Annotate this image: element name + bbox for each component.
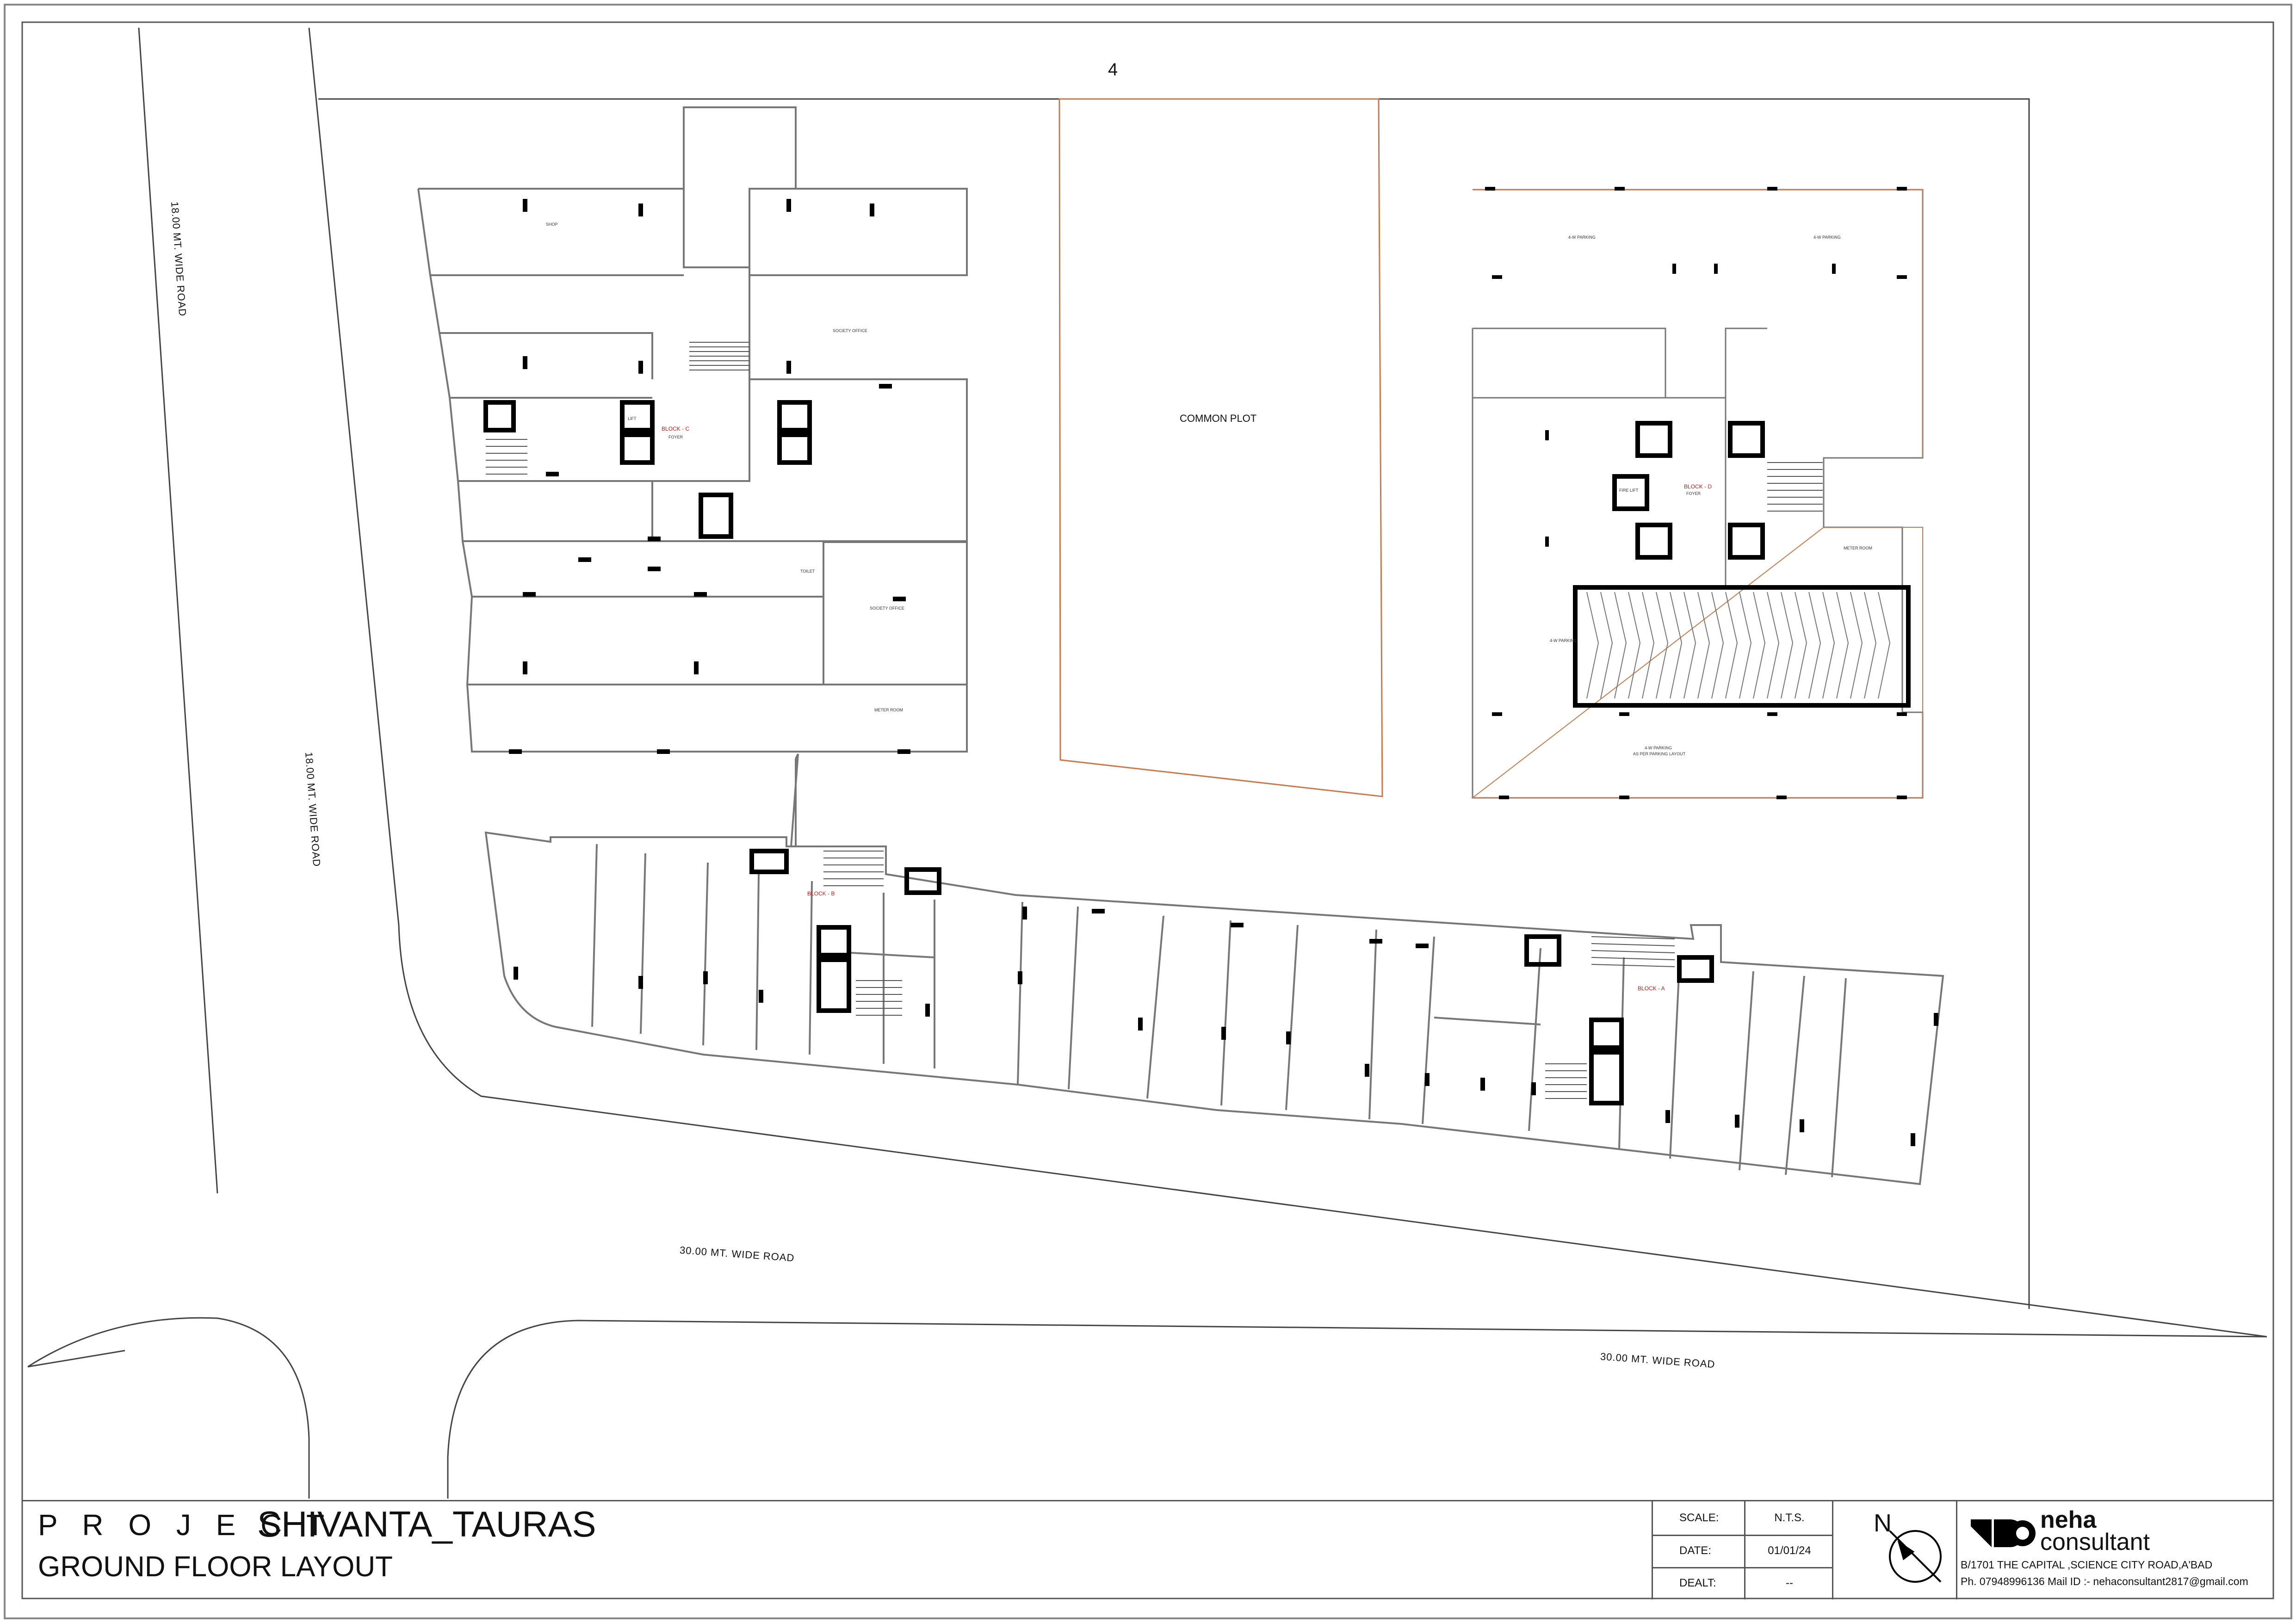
block-d-ramp <box>1586 592 1891 699</box>
scale-value: N.T.S. <box>1774 1512 1805 1524</box>
project-name: SHIVANTA_TAURAS <box>257 1504 596 1544</box>
scale-key: SCALE: <box>1679 1512 1719 1524</box>
room-label-toilet: TOILET <box>800 569 815 574</box>
block-ab-stairs <box>823 851 1675 1099</box>
block-d-columns <box>1485 187 1907 799</box>
room-label-foyer-d: FOYER <box>1686 491 1701 496</box>
company-address: B/1701 THE CAPITAL ,SCIENCE CITY ROAD,A'… <box>1961 1559 2213 1571</box>
brand-line-2: consultant <box>2040 1529 2150 1555</box>
tb-divider-4 <box>1956 1501 1957 1599</box>
room-label-parking-1: 4-W PARKING <box>1568 235 1596 240</box>
tb-row-line-2 <box>1652 1567 1832 1568</box>
dealt-value: -- <box>1786 1577 1793 1589</box>
title-block: P R O J E C T - SHIVANTA_TAURAS GROUND F… <box>22 1500 2273 1599</box>
room-label-parking-2: 4-W PARKING <box>1813 235 1841 240</box>
brand-logo <box>1971 1519 2036 1547</box>
north-compass <box>1889 1530 1942 1583</box>
tb-row-line-1 <box>1652 1535 1832 1536</box>
room-label-parking-4: 4-W PARKING <box>1645 746 1672 750</box>
block-ab-columns <box>514 907 1938 1146</box>
block-d-stairs <box>1767 462 1823 512</box>
company-contact: Ph. 07948996136 Mail ID :- nehaconsultan… <box>1961 1575 2248 1587</box>
dealt-key: DEALT: <box>1679 1577 1716 1589</box>
sheet-outer-border <box>4 4 2292 1619</box>
room-label-parking-3: 4-W PARKING <box>1550 638 1577 643</box>
tb-divider-2 <box>1744 1501 1745 1599</box>
road-edges <box>27 27 2267 1499</box>
tb-divider-3 <box>1832 1501 1833 1599</box>
block-ab-plan <box>484 753 1944 1185</box>
block-c-columns <box>509 199 910 754</box>
project-label: P R O J E C T - <box>38 1508 367 1542</box>
room-label-meter-room-d: METER ROOM <box>1844 546 1872 550</box>
room-label-society-office-2: SOCIETY OFFICE <box>870 606 904 611</box>
room-label-lift: LIFT <box>628 416 637 421</box>
block-c-walls-thick <box>483 400 812 539</box>
block-d-walls-thick <box>1573 421 1911 708</box>
room-label-parking-note: AS PER PARKING LAYOUT <box>1633 752 1686 756</box>
tb-divider-1 <box>1652 1501 1653 1599</box>
brand-name: neha consultant <box>2040 1506 2150 1555</box>
plot-boundary <box>318 98 2030 1309</box>
sheet-title: GROUND FLOOR LAYOUT <box>38 1551 393 1583</box>
sheet-inner-border <box>21 21 2274 1599</box>
room-label-foyer-c: FOYER <box>668 435 683 439</box>
brand-line-1: neha <box>2040 1506 2097 1533</box>
room-label-shop: SHOP <box>546 222 558 227</box>
north-label: N <box>1874 1509 1892 1537</box>
block-a-label: BLOCK - A <box>1638 985 1665 992</box>
room-label-fire-lift: FIRE LIFT <box>1619 488 1639 493</box>
room-label-society-office-1: SOCIETY OFFICE <box>833 328 867 333</box>
plot-marker: 4 <box>1108 60 1118 80</box>
block-ab-walls-thick <box>749 849 1714 1105</box>
date-key: DATE: <box>1679 1544 1711 1557</box>
common-plot-label: COMMON PLOT <box>1180 413 1257 424</box>
date-value: 01/01/24 <box>1768 1544 1811 1557</box>
common-plot-boundary <box>1058 98 1383 797</box>
room-label-meter-room-c: METER ROOM <box>874 708 903 712</box>
block-b-label: BLOCK - B <box>807 890 835 897</box>
connector-block-c-to-a <box>790 753 799 847</box>
block-c-label: BLOCK - C <box>662 426 690 432</box>
block-d-label: BLOCK - D <box>1684 483 1712 490</box>
block-c-stairs <box>486 342 749 475</box>
block-c-plan <box>417 106 968 753</box>
